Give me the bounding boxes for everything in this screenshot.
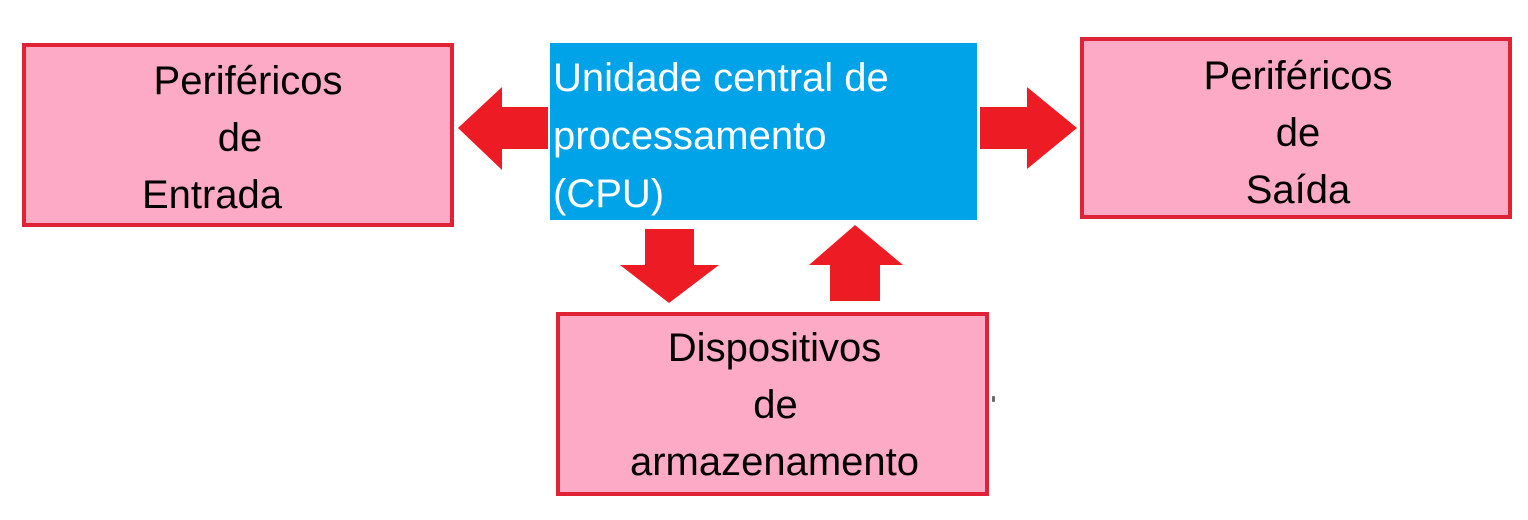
output-peripherals-label-line-1: Periféricos bbox=[1203, 54, 1393, 98]
storage-devices-label-line-1: Dispositivos bbox=[667, 326, 882, 370]
arrow-cpu-to-output bbox=[980, 87, 1077, 169]
input-peripherals-label-line-2: de bbox=[217, 116, 263, 160]
output-peripherals-label-line-3: Saída bbox=[1245, 168, 1351, 212]
cpu-box: Unidade central de processamento (CPU) bbox=[550, 43, 977, 220]
storage-devices-label-line-3: armazenamento bbox=[629, 440, 920, 484]
arrow-cpu-to-storage bbox=[620, 229, 719, 303]
input-peripherals-label-line-1: Periféricos bbox=[153, 59, 343, 103]
output-peripherals-label-line-2: de bbox=[1275, 111, 1321, 155]
arrow-cpu-to-input bbox=[458, 87, 548, 170]
stray-mark bbox=[992, 396, 995, 402]
cpu-label-line-3: (CPU) bbox=[553, 172, 665, 216]
input-peripherals-label-line-3: Entrada bbox=[141, 173, 283, 217]
storage-devices-label-line-2: de bbox=[753, 383, 798, 427]
input-peripherals-box: Periféricos de Entrada bbox=[22, 43, 454, 227]
output-peripherals-box: Periféricos de Saída bbox=[1080, 37, 1512, 219]
cpu-label-line-2: processamento bbox=[553, 114, 827, 158]
cpu-label-line-1: Unidade central de bbox=[553, 56, 889, 100]
storage-devices-box: Dispositivos de armazenamento bbox=[556, 312, 989, 496]
arrow-storage-to-cpu bbox=[809, 225, 903, 301]
